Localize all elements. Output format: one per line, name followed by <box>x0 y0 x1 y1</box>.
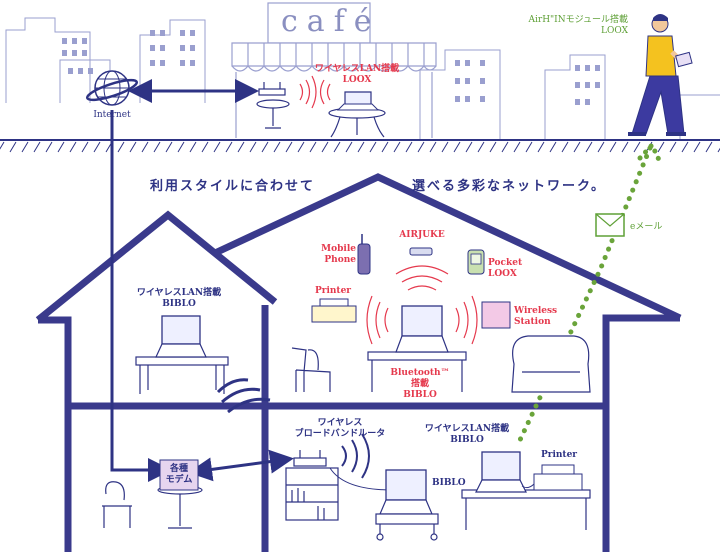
right-biblo-label: ワイヤレスLAN搭載 BIBLO <box>424 424 510 445</box>
attic-laptop-icon <box>155 315 207 358</box>
walking-person-icon <box>628 14 693 136</box>
airjuke-icon <box>409 247 433 256</box>
pocket-loox-icon <box>467 249 485 275</box>
lower-printer-icon <box>533 464 583 491</box>
internet-modem-line <box>110 110 172 482</box>
router-icon <box>293 450 327 467</box>
sofa <box>511 335 591 393</box>
biblo-desk-laptop-icon <box>379 469 433 515</box>
cafe-device-label: ワイヤレスLAN搭載 LOOX <box>314 64 400 85</box>
email-envelope-icon <box>595 213 625 237</box>
cafe-furniture <box>256 99 386 138</box>
ground-line <box>0 139 720 153</box>
building-windows <box>62 30 600 105</box>
bluetooth-laptop-icon <box>395 305 449 353</box>
wireless-station-icon <box>481 301 511 329</box>
biblo-desk-label: BIBLO <box>432 478 466 488</box>
laptop-cart <box>375 513 439 541</box>
modem-label: 各種 モデム <box>165 464 193 485</box>
headline-left: 利用スタイルに合わせて <box>150 179 316 194</box>
upper-printer-label: Printer <box>314 286 352 296</box>
cafe-laptop-icon <box>336 91 380 111</box>
lower-chair <box>102 481 132 528</box>
email-label: eメール <box>630 222 663 232</box>
wireless-station-label: Wireless Station <box>514 306 558 327</box>
bluetooth-biblo-label: Bluetooth™ 搭載 BIBLO <box>390 368 450 400</box>
router-waves <box>341 433 370 479</box>
cafe-wireless-waves <box>299 75 331 109</box>
airjuke-label: AIRJUKE <box>399 230 445 240</box>
right-lower-laptop-icon <box>475 451 527 493</box>
bluetooth-waves <box>366 265 478 345</box>
house-outline <box>35 173 682 552</box>
mobile-phone-label: Mobile Phone <box>321 244 356 265</box>
cafe-sign: café <box>281 4 381 39</box>
attic-desk <box>135 356 229 394</box>
upper-chair <box>291 347 331 392</box>
modem-box <box>159 459 199 491</box>
router-cable <box>329 467 393 491</box>
router-label: ワイヤレス ブロードバンドルータ <box>294 418 386 439</box>
internet-label: Internet <box>93 110 131 120</box>
attic-biblo-label: ワイヤレスLAN搭載 BIBLO <box>136 288 222 309</box>
upper-printer-icon <box>311 298 357 323</box>
bookshelf <box>285 467 339 521</box>
modem-table <box>157 485 203 529</box>
headline-right: 選べる多彩なネットワーク。 <box>412 179 606 194</box>
walker-device-label: AirH"INモジュール搭載 LOOX <box>528 15 628 36</box>
center-desk <box>367 351 467 392</box>
right-lower-desk <box>461 489 591 530</box>
attic-wireless-waves <box>216 378 271 414</box>
email-arrowhead <box>637 140 663 165</box>
internet-globe-icon <box>85 70 139 106</box>
mobile-phone-icon <box>357 234 371 275</box>
cafe-access-point <box>258 82 286 96</box>
cafe-building <box>231 2 437 138</box>
modem-router-link <box>188 449 294 482</box>
pocket-loox-label: Pocket LOOX <box>488 258 523 279</box>
printer-cable <box>521 483 535 489</box>
lower-printer-label: Printer <box>540 450 578 460</box>
